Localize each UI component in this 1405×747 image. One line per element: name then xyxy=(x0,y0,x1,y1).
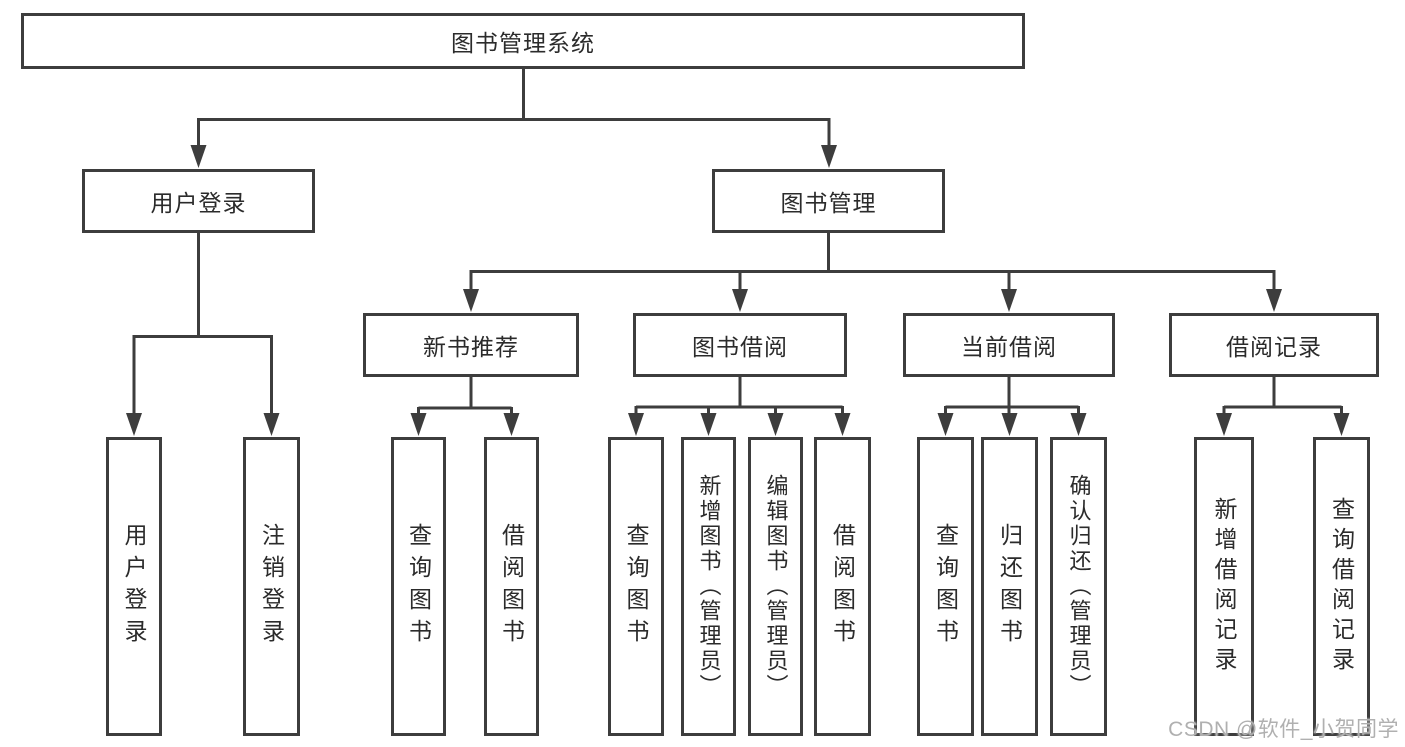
node-borrowing-records-label: 借阅记录 xyxy=(1226,334,1322,360)
watermark: CSDN @软件_小贺同学 xyxy=(1168,718,1399,741)
leaf-borrowing-borrow-books-label: 借阅图书 xyxy=(829,522,856,651)
node-user-login: 用户登录 xyxy=(82,169,315,233)
leaf-borrowing-add-books-admin: 新增图书（管理员） xyxy=(681,437,736,736)
leaf-current-confirm-return-admin-label: 确认归还（管理员） xyxy=(1066,474,1092,699)
leaf-current-query-books: 查询图书 xyxy=(917,437,974,736)
leaf-borrowing-edit-books-admin-label: 编辑图书（管理员） xyxy=(763,474,789,699)
node-book-management-label: 图书管理 xyxy=(780,190,877,216)
leaf-user-login: 用户登录 xyxy=(106,437,162,736)
leaf-records-add-borrow-record-label: 新增借阅记录 xyxy=(1211,496,1237,677)
node-user-login-label: 用户登录 xyxy=(150,190,247,216)
leaf-borrowing-query-books: 查询图书 xyxy=(608,437,664,736)
node-book-management: 图书管理 xyxy=(712,169,945,233)
arrowheads xyxy=(126,145,1350,436)
leaf-current-return-books-label: 归还图书 xyxy=(996,522,1023,651)
leaf-recommend-query-books-label: 查询图书 xyxy=(405,522,432,651)
node-book-borrowing: 图书借阅 xyxy=(633,313,847,377)
leaf-borrowing-edit-books-admin: 编辑图书（管理员） xyxy=(748,437,803,736)
node-borrowing-records: 借阅记录 xyxy=(1169,313,1379,377)
node-current-borrowing-label: 当前借阅 xyxy=(961,334,1057,360)
leaf-current-confirm-return-admin: 确认归还（管理员） xyxy=(1050,437,1107,736)
leaf-borrowing-query-books-label: 查询图书 xyxy=(623,522,649,651)
leaf-borrowing-add-books-admin-label: 新增图书（管理员） xyxy=(696,474,722,699)
node-root-label: 图书管理系统 xyxy=(451,30,595,56)
leaf-logout-login: 注销登录 xyxy=(243,437,300,736)
leaf-logout-login-label: 注销登录 xyxy=(258,522,285,651)
leaf-recommend-query-books: 查询图书 xyxy=(391,437,446,736)
node-new-book-recommendation: 新书推荐 xyxy=(363,313,579,377)
leaf-user-login-label: 用户登录 xyxy=(121,522,147,651)
leaf-current-return-books: 归还图书 xyxy=(981,437,1038,736)
leaf-recommend-borrow-books: 借阅图书 xyxy=(484,437,539,736)
leaf-records-query-borrow-record: 查询借阅记录 xyxy=(1313,437,1370,736)
leaf-borrowing-borrow-books: 借阅图书 xyxy=(814,437,871,736)
node-current-borrowing: 当前借阅 xyxy=(903,313,1115,377)
node-root: 图书管理系统 xyxy=(21,13,1025,69)
node-new-book-recommendation-label: 新书推荐 xyxy=(423,334,519,360)
leaf-recommend-borrow-books-label: 借阅图书 xyxy=(498,522,525,651)
node-book-borrowing-label: 图书借阅 xyxy=(692,334,788,360)
leaf-current-query-books-label: 查询图书 xyxy=(932,522,959,651)
leaf-records-add-borrow-record: 新增借阅记录 xyxy=(1194,437,1254,736)
leaf-records-query-borrow-record-label: 查询借阅记录 xyxy=(1328,496,1355,677)
